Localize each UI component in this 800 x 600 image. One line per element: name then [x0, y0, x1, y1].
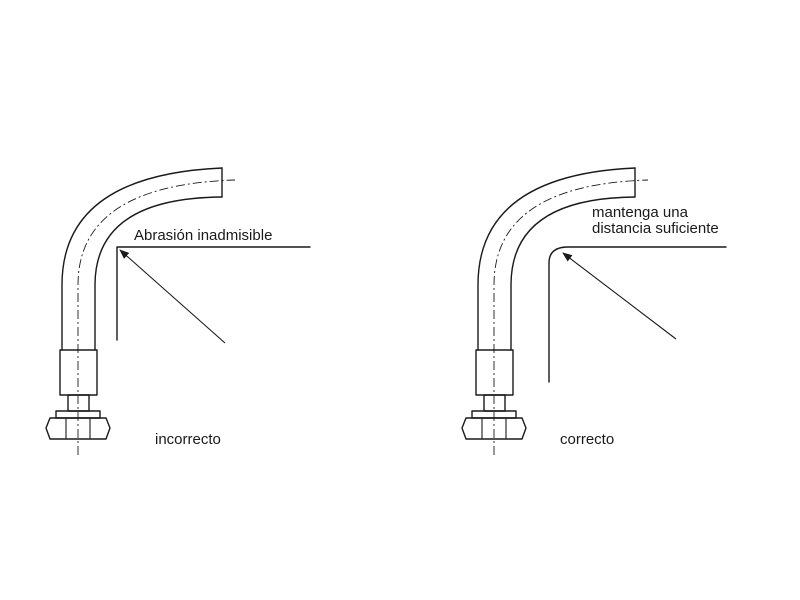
hose-right — [477, 167, 649, 455]
arrow-left — [119, 249, 226, 344]
fitting-left — [45, 349, 111, 440]
caption-incorrect: incorrecto — [155, 431, 221, 448]
fitting-right — [461, 349, 527, 440]
correct-example: mantenga una distancia suficiente correc… — [461, 167, 727, 455]
annotation-keep-distance-line1: mantenga una — [592, 204, 689, 221]
caption-correct: correcto — [560, 431, 614, 448]
arrow-right — [562, 252, 677, 340]
incorrect-example: Abrasión inadmisible incorrecto — [45, 167, 311, 455]
edge-wall-left — [116, 246, 311, 341]
hose-left — [61, 167, 236, 455]
edge-wall-right — [548, 246, 727, 383]
annotation-abrasion: Abrasión inadmisible — [134, 227, 272, 244]
annotation-keep-distance-line2: distancia suficiente — [592, 220, 719, 237]
